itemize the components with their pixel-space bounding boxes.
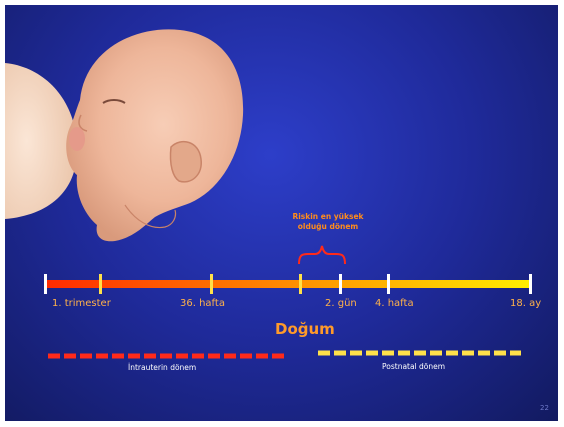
tick-4-hafta [387, 274, 390, 294]
tick-birth [299, 274, 302, 294]
postnatal-period-label: Postnatal dönem [382, 362, 445, 371]
tick-trimester [99, 274, 102, 294]
birth-label: Doğum [275, 320, 335, 338]
tick-label-18-ay: 18. ay [510, 298, 541, 309]
risk-brace [299, 246, 345, 264]
tick-label-trimester: 1. trimester [52, 298, 111, 309]
tick-label-4-hafta: 4. hafta [375, 298, 414, 309]
timeline-graphic [5, 5, 558, 421]
slide: Riskin en yüksek olduğu dönem [5, 5, 558, 421]
prenatal-period-label: İntrauterin dönem [128, 363, 196, 372]
tick-label-2-gun: 2. gün [325, 298, 357, 309]
tick-start [44, 274, 47, 294]
tick-label-36-hafta: 36. hafta [180, 298, 225, 309]
slide-number: 22 [540, 404, 549, 412]
timeline-bar [45, 280, 531, 288]
tick-36-hafta [210, 274, 213, 294]
tick-2-gun [339, 274, 342, 294]
tick-18-ay [529, 274, 532, 294]
